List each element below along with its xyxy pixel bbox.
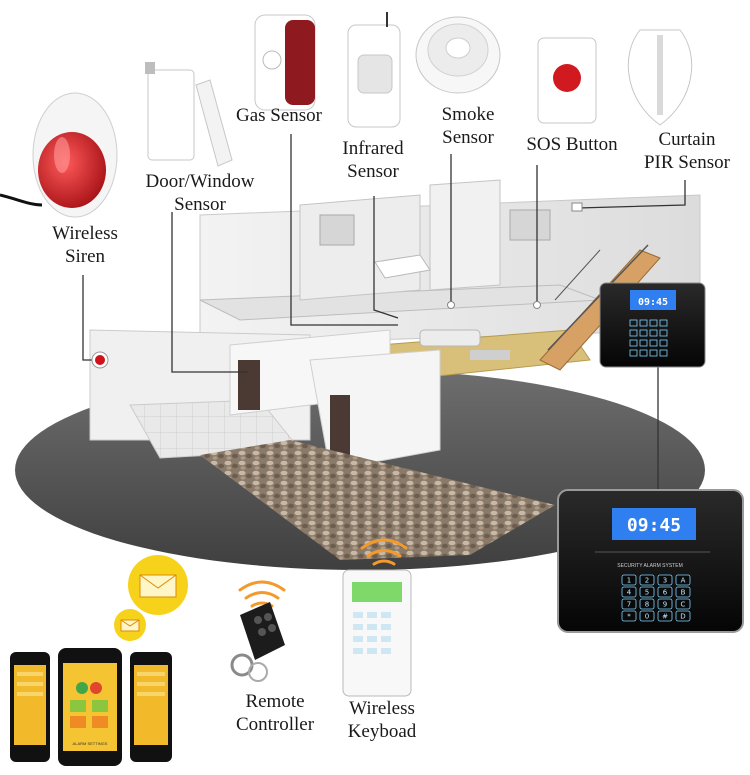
smartphone-left <box>10 652 50 762</box>
gas-sensor-device <box>254 14 316 111</box>
keypad-key <box>675 598 691 610</box>
keypad-key <box>657 574 673 586</box>
keypad-key <box>675 610 691 622</box>
keypad-key-label: 3 <box>663 577 667 585</box>
gravel-path <box>200 440 555 560</box>
keypad-key-label: 0 <box>645 613 649 621</box>
phone-app-text: ALARM SETTINGS <box>73 741 108 746</box>
panel-system-name: SECURITY ALARM SYSTEM <box>617 563 682 569</box>
small-alarm-panel: 09:45 <box>599 282 706 368</box>
keypad-key <box>639 586 655 598</box>
infrared-sensor-device <box>347 12 401 128</box>
keypad-key <box>639 598 655 610</box>
sos-button-device <box>537 37 597 124</box>
keypad-key-label: C <box>681 601 686 609</box>
keypad-key <box>621 610 637 622</box>
large-alarm-panel: 09:45 SECURITY ALARM SYSTEM 1 2 3 A 4 5 6 B 7 8 9 C… <box>557 489 744 633</box>
keypad-key <box>621 574 637 586</box>
remote-controller-device <box>230 602 285 682</box>
door-window-sensor-device <box>145 62 233 167</box>
keypad-key-label: 6 <box>663 589 668 597</box>
keypad-key-label: 8 <box>645 601 649 609</box>
keypad-key <box>639 610 655 622</box>
smartphones: ALARM SETTINGS <box>10 648 172 766</box>
large-panel-keypad: 1 2 3 A 4 5 6 B 7 8 9 C * 0 # D <box>621 574 691 622</box>
keypad-key-label: # <box>662 613 668 621</box>
curtain-pir-sensor-device <box>627 29 693 126</box>
smartphone-center: ALARM SETTINGS <box>58 648 122 766</box>
keypad-key <box>621 598 637 610</box>
house-cutaway <box>89 179 701 560</box>
leader-lines <box>82 134 686 490</box>
keypad-key <box>657 586 673 598</box>
keypad-key-label: 5 <box>645 589 649 597</box>
keypad-key <box>675 574 691 586</box>
wireless-keyboard-device <box>342 569 412 697</box>
keypad-key-label: A <box>681 577 686 585</box>
message-envelope-icons <box>114 555 188 641</box>
small-panel-keys <box>629 319 668 357</box>
label-sos-button: SOS Button <box>526 134 618 155</box>
keypad-key <box>657 598 673 610</box>
keypad-key <box>657 610 673 622</box>
keypad-key-label: 2 <box>645 577 649 585</box>
keypad-key-label: 1 <box>627 577 631 585</box>
keypad-key-label: * <box>627 613 631 621</box>
keypad-key-label: B <box>681 589 686 597</box>
keypad-key-label: D <box>680 613 685 621</box>
label-gas-sensor: Gas Sensor <box>235 105 323 126</box>
keypad-key <box>675 586 691 598</box>
smoke-sensor-device <box>415 16 501 94</box>
wifi-icon <box>238 580 286 608</box>
wifi-icon <box>360 538 408 566</box>
smartphone-right <box>130 652 172 762</box>
small-panel-time: 09:45 <box>638 297 668 308</box>
keypad-key <box>621 586 637 598</box>
keypad-key <box>639 574 655 586</box>
wireless-siren-device <box>0 92 118 218</box>
keypad-key-label: 4 <box>627 589 632 597</box>
large-panel-time: 09:45 <box>627 515 681 536</box>
keypad-key-label: 9 <box>663 601 667 609</box>
keypad-key-label: 7 <box>627 601 631 609</box>
